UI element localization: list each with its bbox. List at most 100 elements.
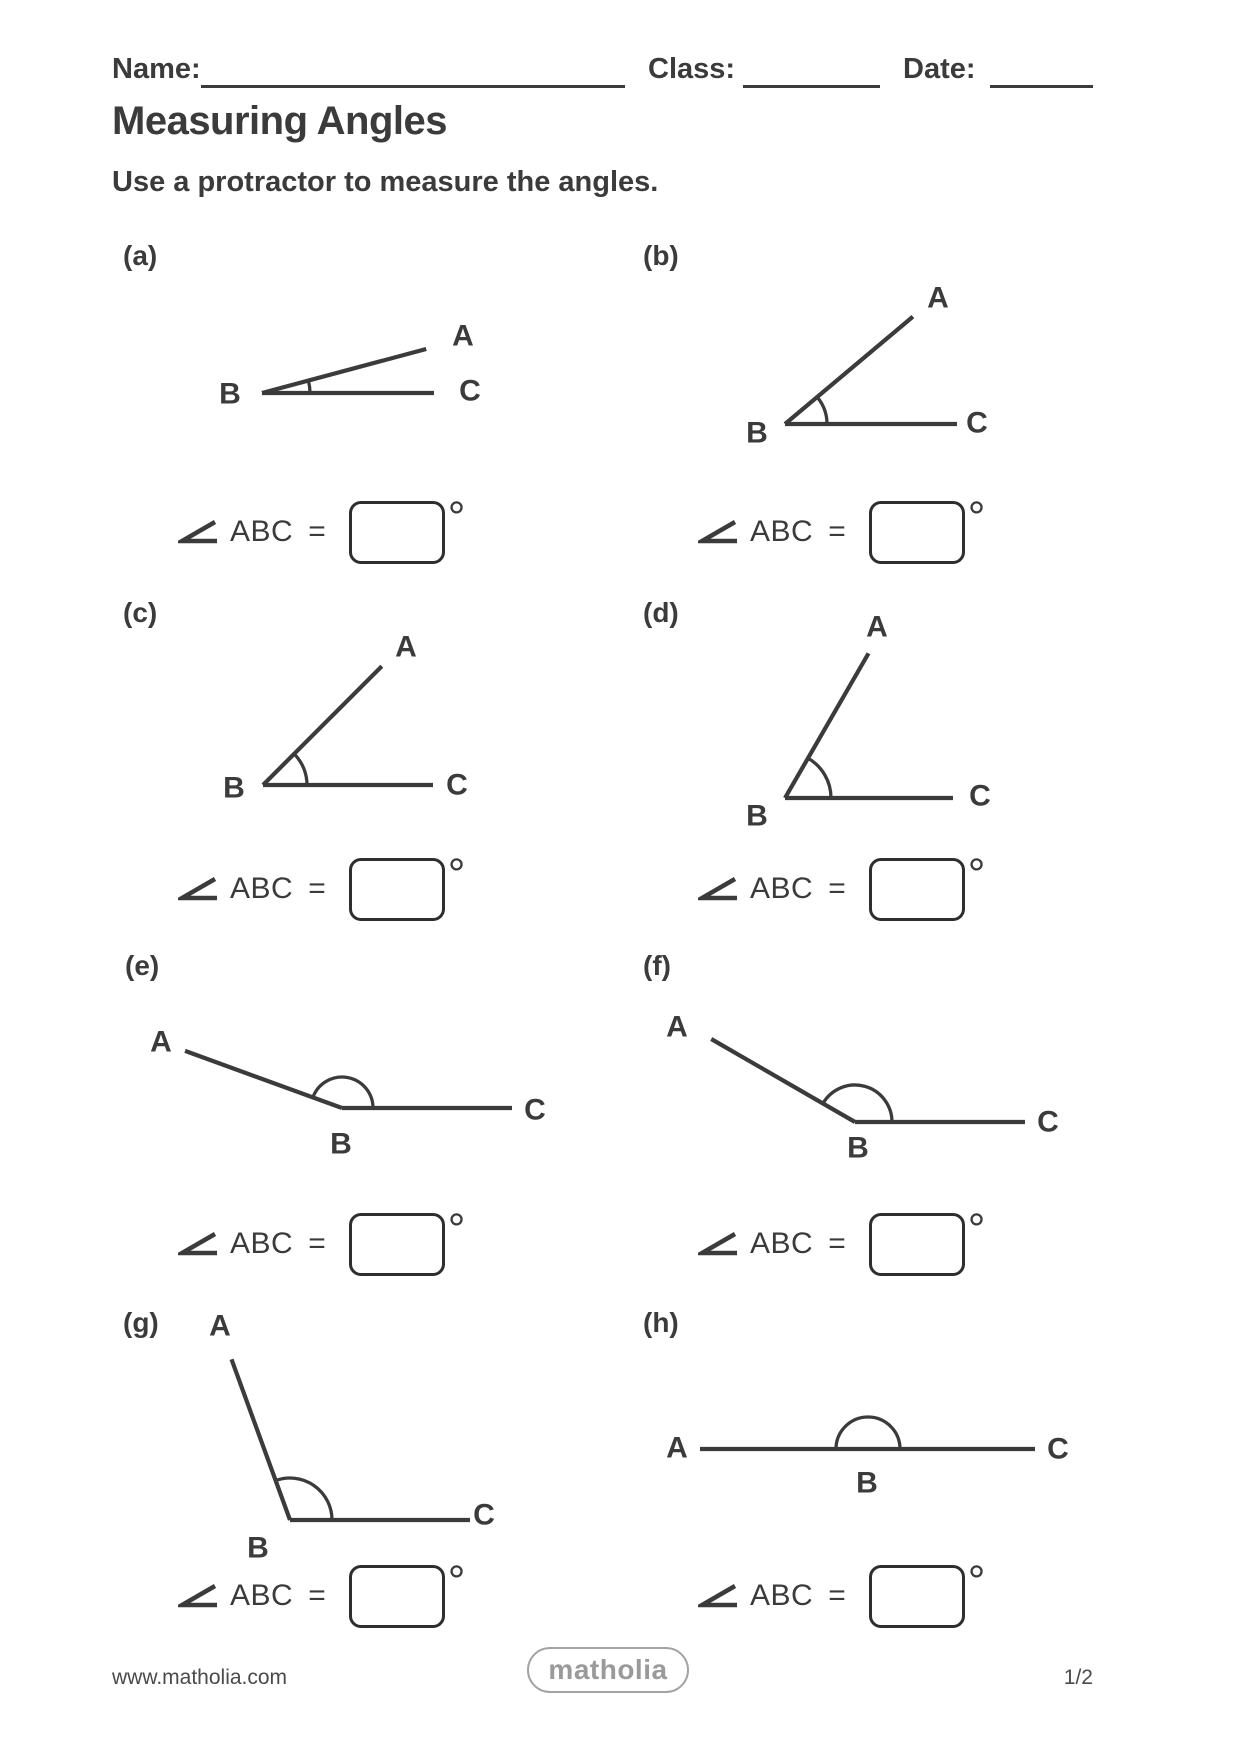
degree-symbol: ° bbox=[967, 493, 986, 542]
ray-ba bbox=[783, 652, 871, 800]
problem-label-b: (b) bbox=[643, 240, 679, 271]
point-label-b: B bbox=[746, 800, 768, 833]
point-label-b: B bbox=[746, 417, 768, 450]
ray-ba bbox=[261, 664, 384, 787]
answer-expression: ABC bbox=[230, 515, 294, 548]
date-label: Date: bbox=[903, 53, 976, 85]
page-title: Measuring Angles bbox=[112, 99, 448, 143]
degree-symbol: ° bbox=[447, 1557, 466, 1606]
equals-sign: = bbox=[308, 1227, 326, 1260]
point-label-b: B bbox=[847, 1132, 869, 1165]
degree-symbol: ° bbox=[967, 850, 986, 899]
answer-row-d: ABC=° bbox=[698, 853, 985, 921]
angle-diagram-c: A B C bbox=[223, 631, 468, 805]
equals-sign: = bbox=[828, 515, 846, 548]
point-label-c: C bbox=[1037, 1106, 1059, 1139]
degree-symbol: ° bbox=[447, 850, 466, 899]
answer-expression: ABC bbox=[230, 1579, 294, 1612]
angle-icon bbox=[178, 876, 218, 902]
problem-label-a: (a) bbox=[123, 240, 158, 271]
name-blank-line bbox=[201, 85, 625, 88]
answer-box-d bbox=[868, 857, 965, 921]
point-label-c: C bbox=[446, 769, 468, 802]
angle-diagram-b: A B C bbox=[746, 282, 988, 450]
angle-icon bbox=[178, 519, 218, 545]
instruction-text: Use a protractor to measure the angles. bbox=[112, 166, 659, 198]
point-label-b: B bbox=[223, 772, 245, 805]
angle-arc bbox=[821, 1083, 894, 1123]
point-label-c: C bbox=[966, 407, 988, 440]
angle-arc bbox=[815, 395, 829, 425]
equals-sign: = bbox=[828, 1227, 846, 1260]
equals-sign: = bbox=[828, 1579, 846, 1612]
point-label-b: B bbox=[856, 1467, 878, 1500]
degree-symbol: ° bbox=[447, 493, 466, 542]
angle-diagram-d: ABC bbox=[746, 611, 991, 833]
problem-label-f: (f) bbox=[643, 950, 671, 981]
point-label-c: C bbox=[524, 1094, 546, 1127]
answer-box-b bbox=[868, 500, 965, 564]
equals-sign: = bbox=[308, 1579, 326, 1612]
matholia-logo: matholia bbox=[527, 1647, 689, 1693]
point-label-a: A bbox=[395, 631, 417, 664]
angle-icon bbox=[698, 519, 738, 545]
point-label-a: A bbox=[666, 1011, 688, 1044]
angle-diagram-g: A B C bbox=[209, 1310, 495, 1565]
degree-symbol: ° bbox=[967, 1205, 986, 1254]
problem-label-d: (d) bbox=[643, 597, 679, 628]
answer-row-h: ABC = ° bbox=[698, 1560, 985, 1628]
point-label-c: C bbox=[473, 1499, 495, 1532]
point-label-c: C bbox=[1047, 1433, 1069, 1466]
angle-arc bbox=[834, 1415, 902, 1450]
degree-symbol: ° bbox=[447, 1205, 466, 1254]
problem-label-e: (e) bbox=[125, 950, 160, 981]
angle-diagram-h: A B C bbox=[666, 1415, 1069, 1500]
ray-ba bbox=[783, 315, 915, 426]
problem-label-c: (c) bbox=[123, 597, 158, 628]
answer-expression: ABC bbox=[230, 1227, 294, 1260]
point-label-a: A bbox=[927, 282, 949, 315]
equals-sign: = bbox=[308, 515, 326, 548]
class-label: Class: bbox=[648, 53, 736, 85]
angle-diagram-e: ABC bbox=[150, 1026, 546, 1161]
degree-symbol: ° bbox=[967, 1557, 986, 1606]
answer-expression: ABC bbox=[230, 872, 294, 905]
angle-icon bbox=[698, 1583, 738, 1609]
point-label-a: A bbox=[866, 611, 888, 644]
point-label-a: A bbox=[209, 1310, 231, 1343]
point-label-a: A bbox=[452, 320, 474, 353]
angle-arc bbox=[275, 1476, 334, 1521]
point-label-b: B bbox=[247, 1532, 269, 1565]
answer-box-g bbox=[348, 1564, 445, 1628]
point-label-c: C bbox=[459, 375, 481, 408]
answer-row-c: ABC = ° bbox=[178, 853, 465, 921]
angle-arc bbox=[292, 752, 309, 786]
name-label: Name: bbox=[112, 53, 201, 85]
angle-arc bbox=[311, 1075, 375, 1109]
answer-expression: ABC bbox=[750, 872, 814, 905]
answer-expression: ABC bbox=[750, 515, 814, 548]
angle-diagram-a: A B C bbox=[219, 320, 481, 411]
point-label-b: B bbox=[219, 378, 241, 411]
answer-row-f: ABC = ° bbox=[698, 1208, 985, 1276]
angle-arc bbox=[306, 380, 312, 394]
answer-expression: ABC bbox=[750, 1579, 814, 1612]
date-blank-line bbox=[990, 85, 1093, 88]
ray-ba bbox=[261, 346, 427, 396]
point-label-b: B bbox=[330, 1128, 352, 1161]
ray-ba bbox=[710, 1037, 857, 1124]
point-label-a: A bbox=[666, 1432, 688, 1465]
problem-label-h: (h) bbox=[643, 1307, 679, 1338]
ray-ba bbox=[229, 1358, 292, 1521]
answer-box-a bbox=[348, 500, 445, 564]
answer-expression: ABC bbox=[750, 1227, 814, 1260]
equals-sign: = bbox=[308, 872, 326, 905]
answer-box-f bbox=[868, 1212, 965, 1276]
problem-label-g: (g) bbox=[123, 1307, 159, 1338]
class-blank-line bbox=[743, 85, 880, 88]
answer-row-a: ABC = ° bbox=[178, 496, 465, 564]
answer-row-b: ABC = ° bbox=[698, 496, 985, 564]
angle-icon bbox=[178, 1231, 218, 1257]
